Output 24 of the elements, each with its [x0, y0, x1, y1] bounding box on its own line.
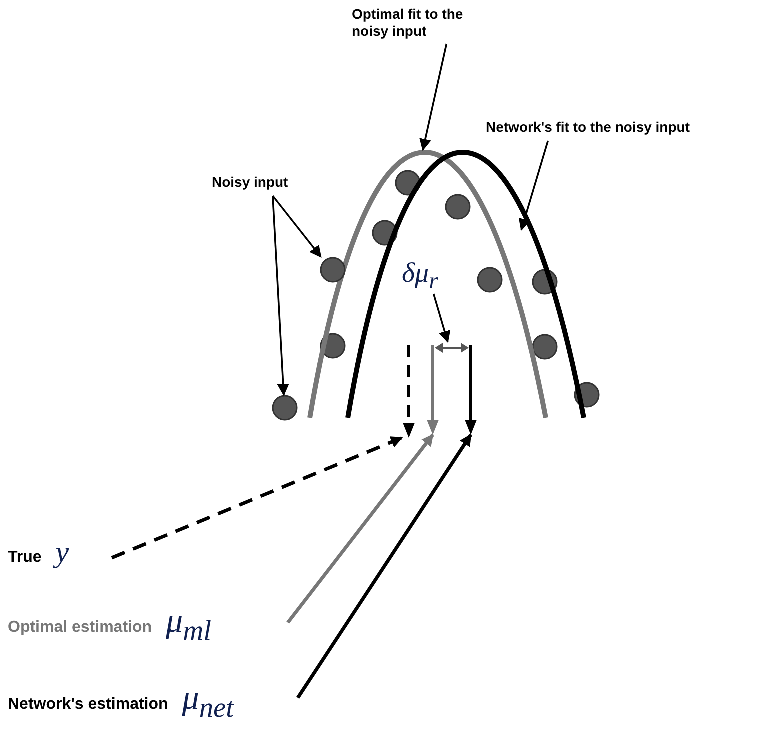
callout-label: Network's fit to the noisy input: [486, 119, 690, 136]
variable-symbol: δμ$_{r}$: [402, 258, 438, 289]
variable-symbol: μ$_{ml}$: [166, 603, 212, 640]
leader-line: [272, 195, 322, 258]
arrow: [111, 436, 404, 560]
estimate-marker: [465, 345, 477, 435]
data-point: [272, 395, 298, 421]
estimate-marker: [427, 345, 439, 435]
leader-line: [420, 44, 448, 152]
leader-line: [518, 140, 550, 232]
leader-line: [432, 294, 451, 344]
variable-symbol: μ$_{net}$: [182, 680, 234, 717]
fit-curve: [346, 150, 586, 419]
variable-symbol: y: [56, 536, 70, 569]
leader-line: [272, 196, 290, 396]
callout-label: Optimal fit to the noisy input: [352, 6, 464, 40]
arrow: [296, 434, 472, 699]
estimate-label: True: [8, 549, 42, 566]
fit-curve: [308, 150, 548, 419]
estimate-marker: [403, 345, 415, 438]
arrow: [286, 434, 434, 624]
estimate-label: Network's estimation: [8, 696, 168, 713]
estimate-label: Optimal estimation: [8, 619, 152, 636]
callout-label: Noisy input: [212, 174, 288, 191]
